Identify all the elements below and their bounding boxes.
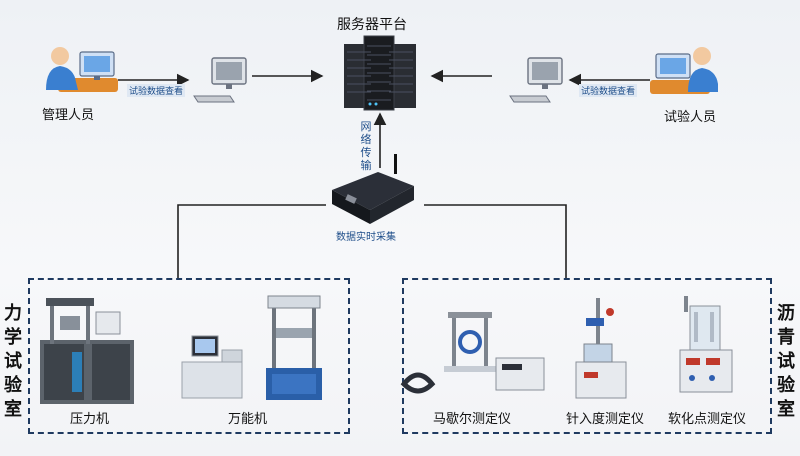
softening-point-tester-label: 软化点测定仪 [668, 412, 747, 427]
asphalt-lab-box [402, 278, 772, 434]
mechanics-lab-title: 力学试验室 [4, 303, 22, 420]
universal-machine-label: 万能机 [228, 412, 268, 427]
tester-user-label: 试验人员 [664, 110, 717, 125]
data-collector-label: 数据实时采集 [336, 232, 396, 243]
penetrometer-label: 针入度测定仪 [566, 412, 645, 427]
line-collector-to-asphalt-lab [424, 204, 567, 278]
line-collector-to-mech-lab [177, 204, 326, 278]
marshall-tester-label: 马歇尔测定仪 [433, 412, 512, 427]
admin-user-label: 管理人员 [42, 108, 95, 123]
compression-machine-label: 压力机 [70, 412, 110, 427]
mechanics-lab-box [28, 278, 350, 434]
tester-link-label: 试验数据查看 [579, 84, 638, 97]
server-platform-label: 服务器平台 [337, 17, 407, 33]
network-transmission-label: 网络传输 [360, 120, 372, 172]
admin-link-label: 试验数据查看 [127, 84, 186, 97]
asphalt-lab-title: 沥青试验室 [777, 303, 795, 420]
